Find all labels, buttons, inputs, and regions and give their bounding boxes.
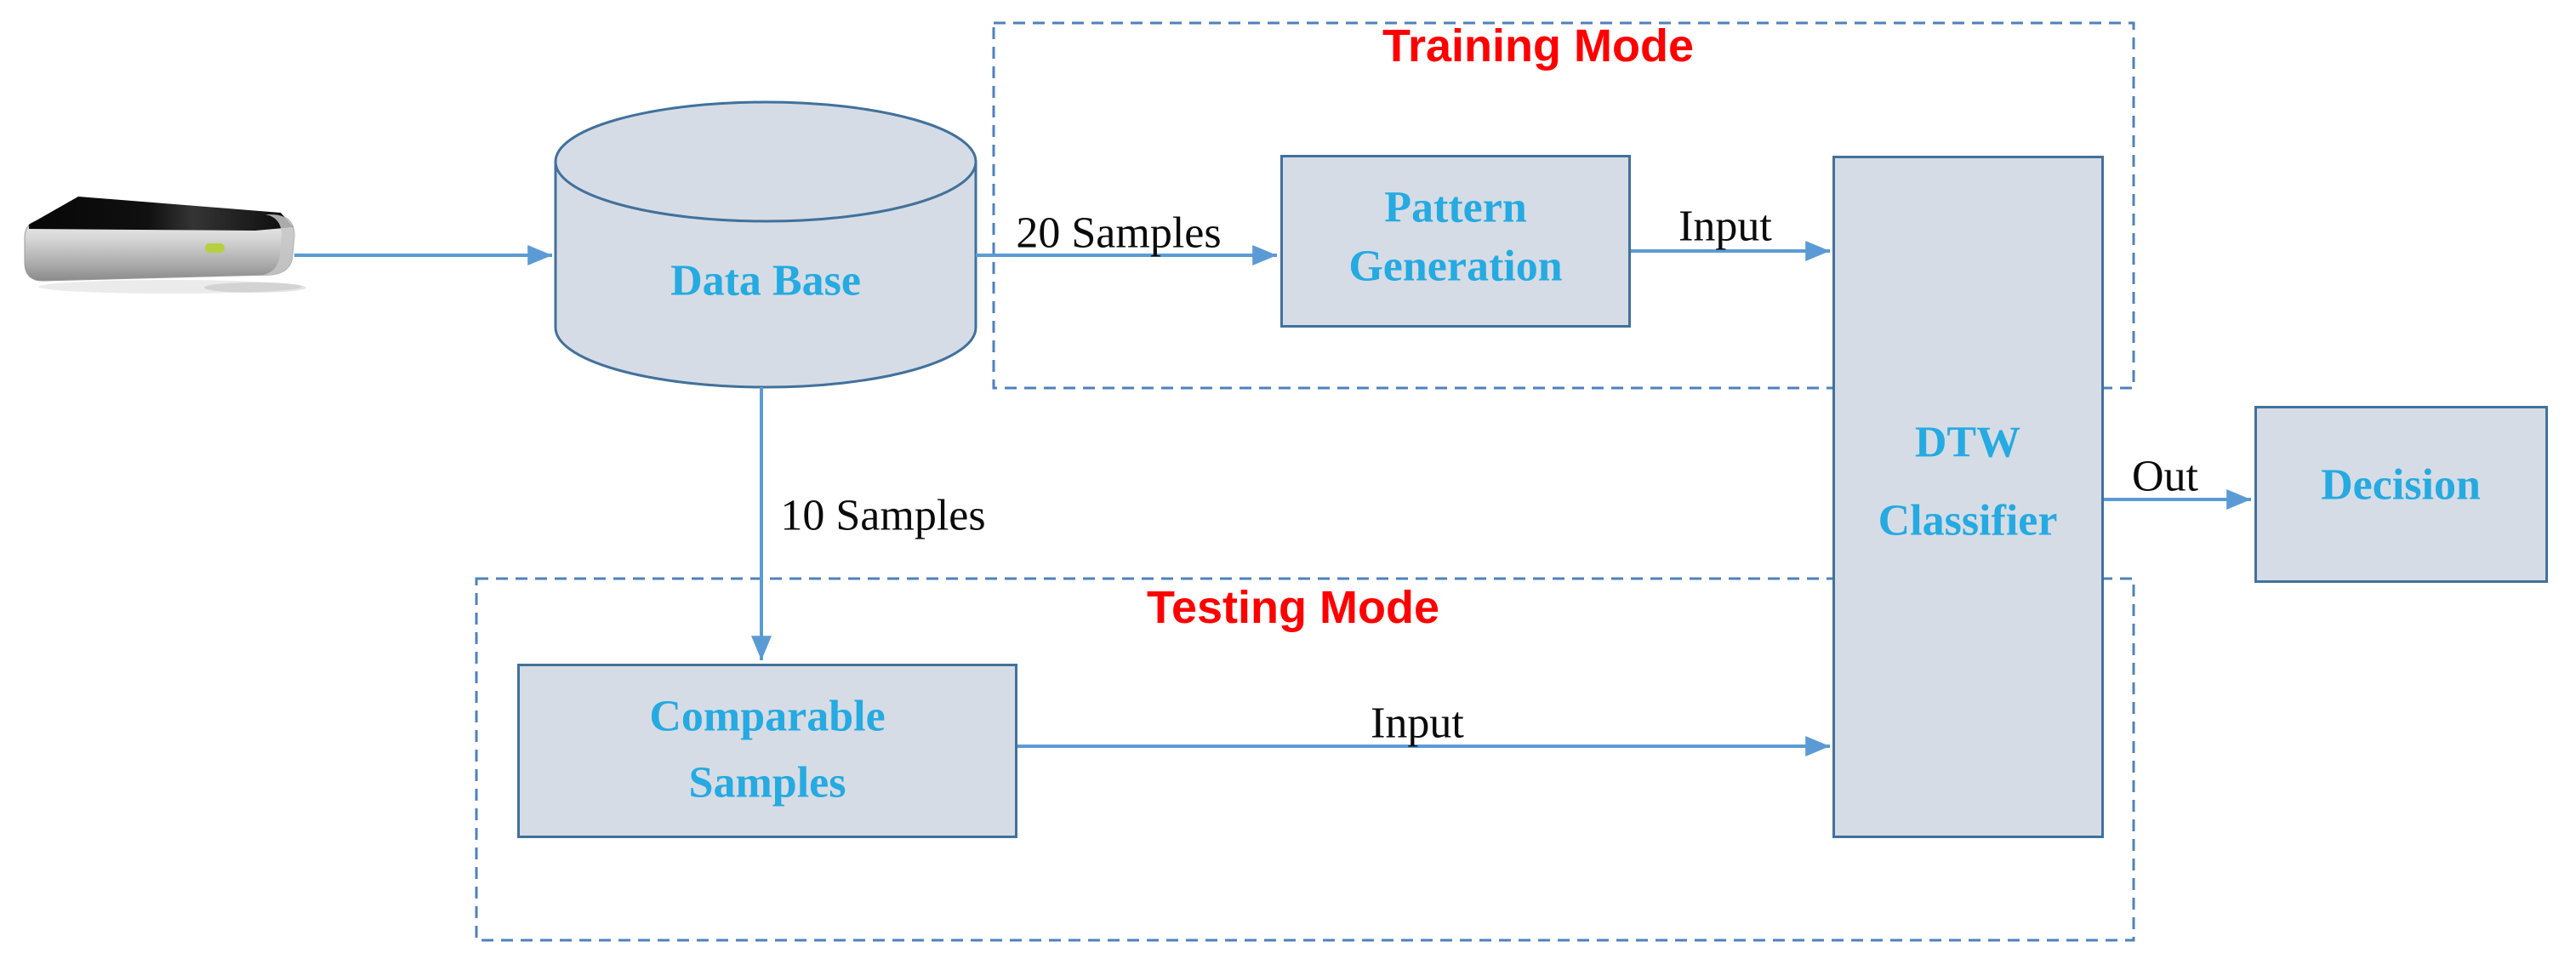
leap-motion-sensor-icon: [24, 197, 306, 294]
comparable-samples-label-line2: Samples: [688, 758, 846, 807]
training-mode-group-border: [992, 21, 2135, 390]
testing-mode-label: Testing Mode: [1147, 582, 1439, 633]
pattern-generation-label-line2: Generation: [1348, 242, 1563, 291]
dtw-classifier-box: [1832, 156, 2104, 838]
edge-label-input-training: Input: [1678, 202, 1772, 251]
edge-label-out: Out: [2132, 452, 2198, 501]
dtw-classifier-label-line1: DTW: [1914, 418, 2021, 467]
testing-mode-group-border: [475, 577, 2135, 942]
sensor-led-icon: [205, 243, 225, 253]
edge-label-input-testing: Input: [1371, 699, 1464, 748]
comparable-samples-box: [517, 664, 1017, 838]
database-cylinder: [554, 100, 977, 389]
dtw-classifier-label-line2: Classifier: [1878, 496, 2058, 545]
edge-label-10-samples: 10 Samples: [780, 491, 986, 540]
comparable-samples-label-line1: Comparable: [649, 692, 886, 741]
pattern-generation-label-line1: Pattern: [1384, 183, 1527, 232]
pattern-generation-box: [1280, 155, 1631, 328]
database-label: Data Base: [670, 256, 861, 305]
training-mode-label: Training Mode: [1382, 20, 1695, 71]
decision-label: Decision: [2321, 460, 2481, 510]
edge-label-20-samples: 20 Samples: [1016, 208, 1222, 258]
decision-box: [2254, 406, 2548, 583]
